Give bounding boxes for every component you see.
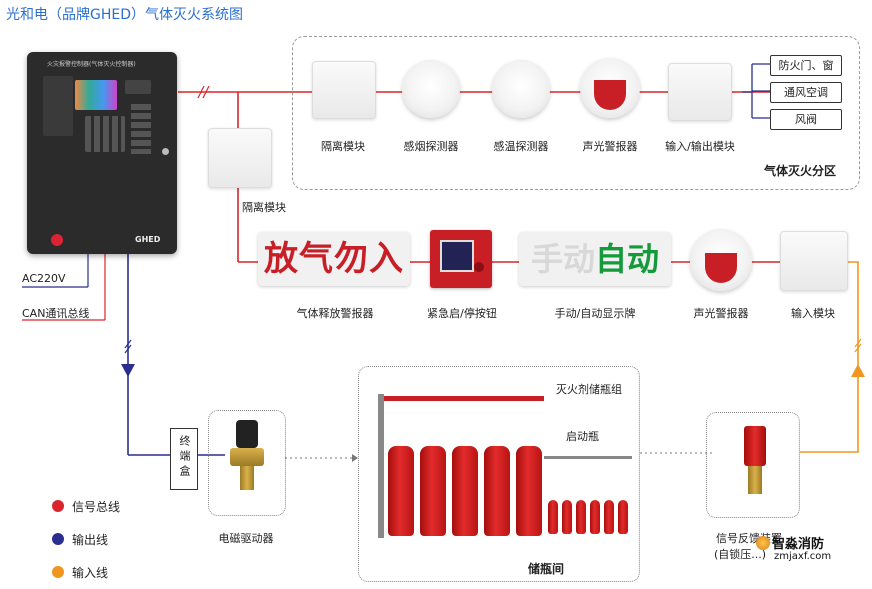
terminal-box-label: 终端盒 — [178, 435, 191, 480]
cylinder-4 — [484, 446, 510, 536]
rack-post-left — [378, 394, 384, 538]
key-lock-icon — [162, 148, 169, 155]
mid-device-label-2: 紧急启/停按钮 — [427, 307, 497, 320]
cylinder-rack — [378, 388, 544, 538]
release-warning-sign: 放气勿入 — [258, 232, 410, 286]
manifold-pipe — [378, 396, 544, 401]
isolation-module — [312, 61, 376, 119]
cylinder-1 — [388, 446, 414, 536]
controller-keypad — [85, 116, 125, 152]
mid-device-label-5: 输入模块 — [791, 307, 835, 320]
top-device-label-3: 感温探测器 — [493, 140, 549, 153]
alarm-red-lens-2 — [705, 253, 737, 283]
legend-output-label: 输出线 — [72, 533, 109, 547]
feedback-switch-body — [744, 426, 766, 466]
alarm-red-lens — [594, 80, 626, 110]
top-device-label-2: 感烟探测器 — [403, 140, 459, 153]
controlled-damper: 风阀 — [770, 109, 842, 130]
controlled-hvac: 通风空调 — [770, 82, 842, 103]
cylinder-2 — [420, 446, 446, 536]
auto-text: 自动 — [595, 240, 660, 278]
watermark-name: 智淼消防 — [772, 537, 825, 552]
controller-brand: GHED — [135, 235, 161, 244]
gas-extinguishing-zone — [292, 36, 860, 190]
controller-screen — [75, 80, 117, 110]
legend-signal-label: 信号总线 — [72, 500, 121, 514]
storage-room-box — [358, 366, 640, 582]
solenoid-label: 电磁驱动器 — [218, 532, 274, 545]
legend-input-label: 输入线 — [72, 566, 109, 580]
starter-bottle-rack — [544, 450, 632, 536]
feedback-sub-label: (自锁压...) — [714, 548, 767, 561]
solenoid-box — [208, 410, 286, 516]
legend-input-dot — [52, 566, 64, 578]
solenoid-stem — [240, 466, 254, 490]
sound-light-alarm-2 — [690, 229, 752, 291]
ac220v-label: AC220V — [22, 272, 66, 285]
legend-signal-dot — [52, 500, 64, 512]
cylinder-group-label: 灭火剂储瓶组 — [556, 383, 622, 396]
zone-label: 气体灭火分区 — [764, 164, 837, 178]
controller-header: 火灾报警控制器(气体灭火控制器) — [47, 61, 136, 68]
starter-bottle-5 — [604, 500, 614, 534]
release-sign-text: 放气勿入 — [264, 239, 404, 279]
isolation-module-label: 隔离模块 — [242, 201, 286, 214]
isolation-module-2 — [208, 128, 272, 188]
starter-bottle-4 — [590, 500, 600, 534]
starter-rack-bar — [544, 456, 632, 459]
controller-side-buttons — [131, 104, 151, 154]
certification-logo — [51, 234, 63, 246]
starter-bottle-1 — [548, 500, 558, 534]
fire-alarm-controller: 火灾报警控制器(气体灭火控制器) GHED — [27, 52, 177, 254]
starter-bottle-label: 启动瓶 — [566, 430, 599, 443]
starter-bottle-2 — [562, 500, 572, 534]
mid-device-label-1: 气体释放警报器 — [296, 307, 374, 320]
starter-bottle-3 — [576, 500, 586, 534]
sound-light-alarm — [580, 58, 640, 118]
mid-device-label-4: 声光警报器 — [693, 307, 749, 320]
terminal-box: 终端盒 — [170, 428, 198, 490]
input-module — [780, 231, 848, 291]
watermark-url: zmjaxf.com — [774, 551, 832, 562]
feedback-device — [738, 426, 772, 496]
cylinder-5 — [516, 446, 542, 536]
solenoid-valve-body — [230, 448, 264, 466]
legend-output-dot — [52, 533, 64, 545]
feedback-fitting — [748, 466, 762, 494]
controller-printer — [125, 80, 151, 94]
manual-text: 手动 — [530, 240, 595, 278]
manual-auto-sign: 手动自动 — [519, 232, 671, 286]
button-knob — [474, 262, 484, 272]
top-device-label-4: 声光警报器 — [582, 140, 638, 153]
can-bus-label: CAN通讯总线 — [22, 307, 90, 320]
smoke-detector — [402, 60, 460, 118]
starter-bottle-6 — [618, 500, 628, 534]
emergency-stop-button — [430, 230, 492, 288]
top-device-label-1: 隔离模块 — [321, 140, 365, 153]
cylinder-3 — [452, 446, 478, 536]
solenoid-driver — [230, 420, 264, 490]
watermark-logo-icon — [756, 536, 770, 550]
page-title: 光和电（品牌GHED）气体灭火系统图 — [6, 7, 244, 23]
heat-detector — [492, 60, 550, 118]
mid-device-label-3: 手动/自动显示牌 — [554, 307, 636, 320]
controlled-fire-door: 防火门、窗 — [770, 55, 842, 76]
top-device-label-5: 输入/输出模块 — [665, 140, 735, 153]
button-window — [440, 240, 474, 272]
controller-indicator-panel — [43, 76, 73, 136]
feedback-box — [706, 412, 800, 518]
solenoid-coil — [236, 420, 258, 448]
storage-room-label: 储瓶间 — [528, 562, 565, 576]
io-module — [668, 63, 732, 121]
